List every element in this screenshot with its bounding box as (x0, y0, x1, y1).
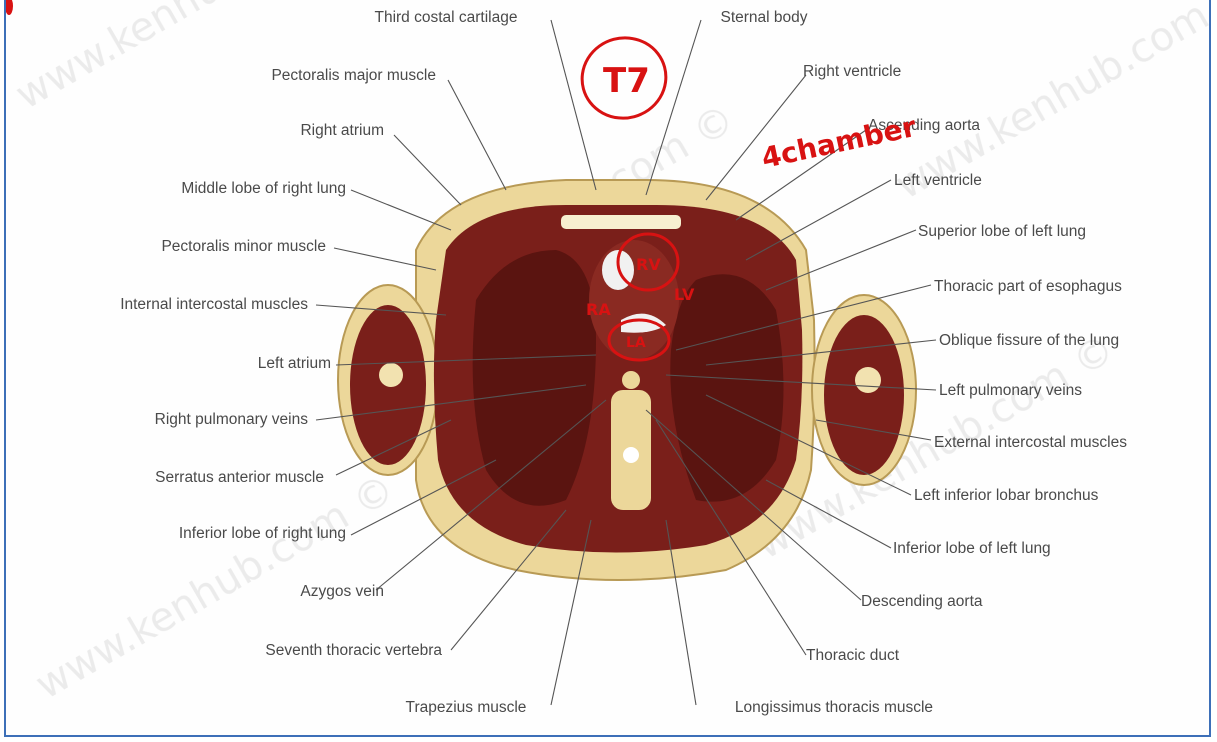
labels-top: Third costal cartilage Sternal body (374, 9, 807, 26)
labels-bottom: Trapezius muscle Longissimus thoracis mu… (406, 699, 934, 716)
cross-section-diagram: www.kenhub.com © www.kenhub.com © www.ke… (6, 0, 1211, 737)
label: Thoracic part of esophagus (934, 278, 1122, 295)
figure-frame: www.kenhub.com © www.kenhub.com © www.ke… (4, 0, 1211, 737)
label: Oblique fissure of the lung (939, 332, 1119, 349)
label: Trapezius muscle (406, 699, 527, 716)
label: Left atrium (258, 355, 331, 372)
label: Sternal body (720, 9, 807, 26)
annotation-lv: LV (674, 285, 695, 304)
label: Middle lobe of right lung (181, 180, 346, 197)
label: Longissimus thoracis muscle (735, 699, 933, 716)
label: Pectoralis minor muscle (161, 238, 326, 255)
label: Left pulmonary veins (939, 382, 1082, 399)
annotation-la: LA (626, 335, 646, 351)
label: Left ventricle (894, 172, 982, 189)
label: Pectoralis major muscle (271, 67, 436, 84)
label: Inferior lobe of right lung (179, 525, 346, 542)
marker-dot (6, 0, 13, 15)
label: Descending aorta (861, 593, 983, 610)
label: Azygos vein (300, 583, 384, 600)
label: Seventh thoracic vertebra (265, 642, 442, 659)
label: Serratus anterior muscle (155, 469, 324, 486)
annotation-ra: RA (586, 300, 611, 319)
label: Right atrium (300, 122, 384, 139)
label: Internal intercostal muscles (120, 296, 308, 313)
label: Right ventricle (803, 63, 901, 80)
annotation-rv: RV (636, 255, 661, 274)
label: Thoracic duct (806, 647, 900, 664)
label: Third costal cartilage (374, 9, 517, 26)
watermark: www.kenhub.com © (8, 0, 382, 119)
label: Inferior lobe of left lung (893, 540, 1051, 557)
label: External intercostal muscles (934, 434, 1127, 451)
label: Superior lobe of left lung (918, 223, 1086, 240)
label: Right pulmonary veins (155, 411, 309, 428)
label: Left inferior lobar bronchus (914, 487, 1099, 504)
annotation-t7: T7 (603, 61, 650, 101)
